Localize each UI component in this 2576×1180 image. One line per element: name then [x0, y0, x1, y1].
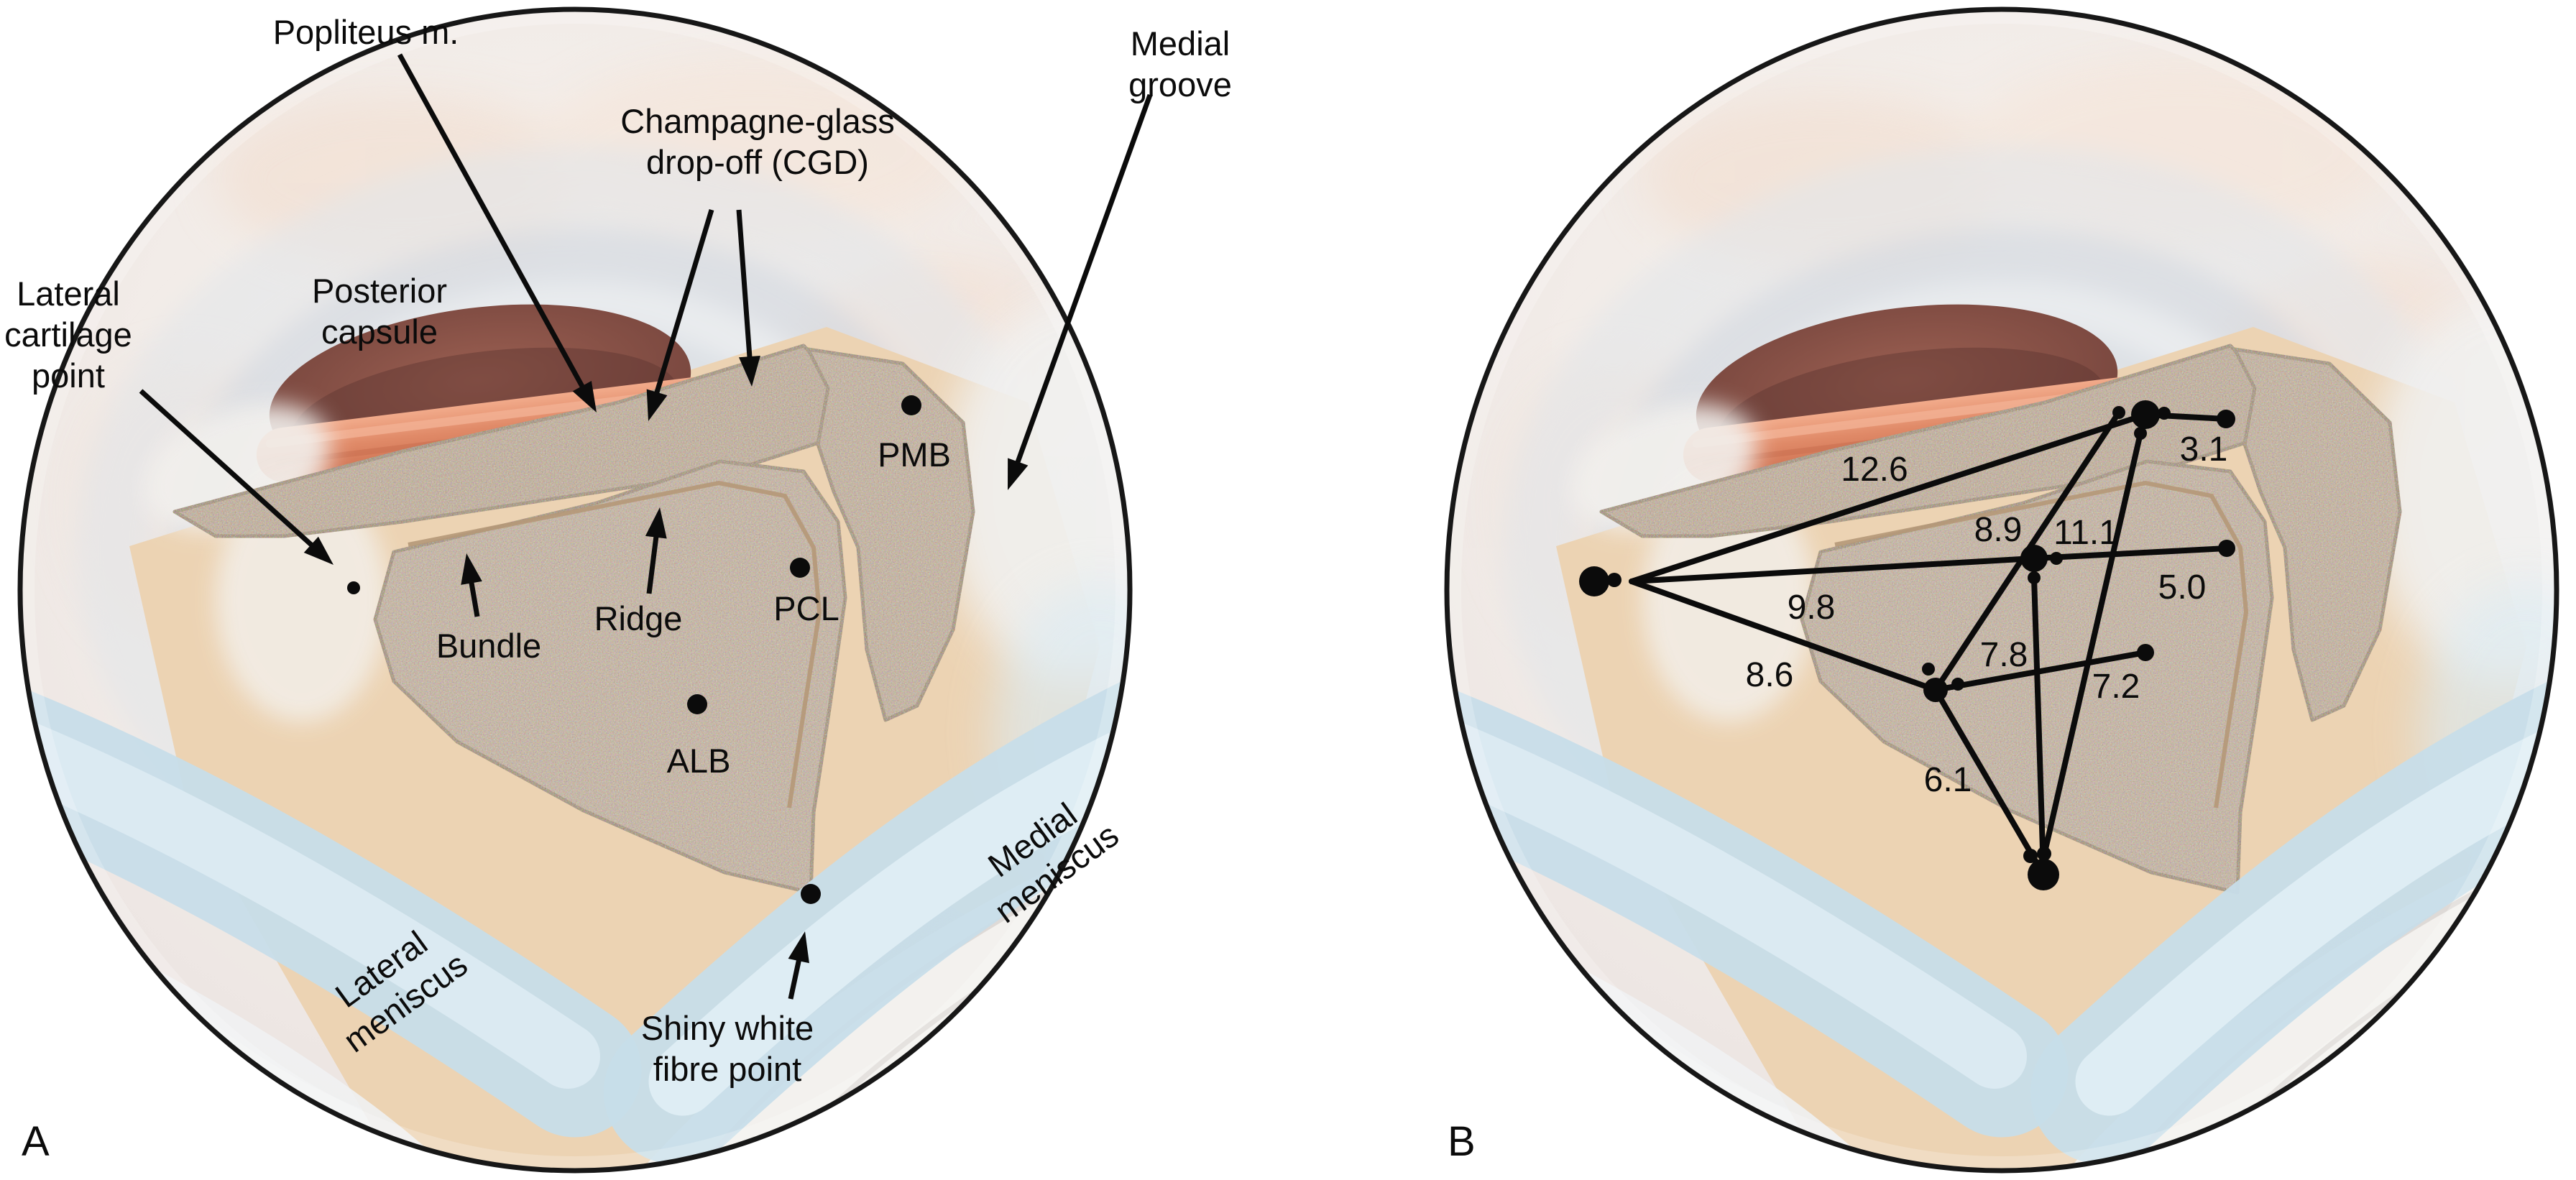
- alb-node: [1923, 678, 1948, 702]
- measurement-line-8.6: [1629, 579, 1938, 693]
- ridge-label: Ridge: [594, 599, 683, 637]
- measurement-endpoint-dot: [2028, 571, 2041, 584]
- shiny-white-fibre-arrow-head: [788, 931, 809, 964]
- measurement-line-6.1: [1933, 687, 2046, 877]
- lateral-cartilage-point-dot: [347, 581, 360, 594]
- measurement-value-7.2: 7.2: [2092, 668, 2140, 706]
- measurement-line-5.0: [2031, 545, 2230, 561]
- bundle-arrow-head: [461, 553, 482, 585]
- measurement-value-6.1: 6.1: [1924, 761, 1972, 799]
- medial-groove-arrow: [1013, 93, 1153, 469]
- pcl-node: [2020, 545, 2048, 572]
- measurement-value-3.1: 3.1: [2180, 430, 2228, 469]
- measurement-endpoint-dot: [1951, 678, 1964, 691]
- popliteus-label: Popliteus m.: [273, 13, 459, 51]
- shiny-white-fibre-node: [2028, 859, 2059, 890]
- measurement-endpoint-dot: [2112, 406, 2125, 419]
- measurement-endpoint-dot: [2050, 552, 2063, 565]
- cgd-arrow-2: [736, 209, 753, 363]
- panel-a-illustration: [0, 0, 1215, 1180]
- popliteus-arrow-head: [572, 380, 597, 412]
- cgd-arrow-2-head: [738, 356, 760, 387]
- measurement-value-8.9: 8.9: [1974, 511, 2023, 549]
- medial-groove-arrow-head: [1008, 458, 1029, 490]
- bundle-label: Bundle: [436, 627, 541, 665]
- measurement-value-5.0: 5.0: [2158, 568, 2207, 607]
- measurement-endpoint-dot: [1607, 573, 1622, 587]
- ridge-arrow-head: [645, 507, 667, 539]
- measurement-value-7.8: 7.8: [1980, 636, 2028, 674]
- shiny-white-fibre-arrow: [788, 954, 803, 1000]
- popliteus-arrow: [397, 53, 587, 392]
- measurement-value-12.6: 12.6: [1841, 451, 1908, 489]
- pcl-label: PCL: [773, 589, 839, 627]
- measurement-line-9.8: [1629, 556, 2037, 584]
- bundle-arrow: [468, 576, 480, 617]
- pmb-dot: [901, 395, 921, 415]
- measurement-endpoint-dot: [2137, 644, 2154, 661]
- lateral-cartilage-point-node: [1579, 566, 1609, 596]
- measurement-line-12.6: [1629, 412, 2148, 584]
- lateral-cartilage-arrow: [139, 389, 318, 550]
- measurement-endpoint-dot: [2023, 849, 2038, 863]
- alb-label: ALB: [667, 742, 731, 780]
- panel-letter-B: B: [1448, 1118, 1476, 1165]
- measurement-line-11.1: [2041, 430, 2143, 858]
- measurement-value-9.8: 9.8: [1788, 589, 1836, 627]
- ridge-arrow: [646, 531, 660, 594]
- measurement-endpoint-dot: [2158, 407, 2171, 420]
- measurement-value-8.6: 8.6: [1746, 656, 1794, 694]
- measurement-endpoint-dot: [2037, 847, 2051, 861]
- shiny-white-fibre-dot: [801, 884, 821, 904]
- pmb-label: PMB: [878, 435, 951, 474]
- measurement-line-7.2: [1933, 650, 2148, 693]
- measurement-endpoint-dot: [1922, 663, 1935, 676]
- measurement-endpoint-dot: [2218, 540, 2235, 557]
- cgd-arrow-1: [653, 208, 714, 399]
- measurement-value-11.1: 11.1: [2053, 514, 2118, 552]
- alb-dot: [687, 694, 707, 714]
- lateral-cartilage-arrow-head: [303, 536, 334, 565]
- measurement-endpoint-dot: [2217, 410, 2235, 428]
- measurement-endpoint-dot: [2134, 427, 2147, 440]
- panel-b-annotations: 12.6 9.8 8.6 3.1 5.0 7.2 8.9 11.1 7.8 6.1: [1579, 400, 2235, 890]
- measurement-line-7.8: [2031, 575, 2046, 875]
- panel-letter-A: A: [22, 1118, 50, 1165]
- pmb-node: [2131, 400, 2160, 429]
- cgd-arrow-1-head: [646, 389, 668, 421]
- pcl-dot: [790, 558, 810, 578]
